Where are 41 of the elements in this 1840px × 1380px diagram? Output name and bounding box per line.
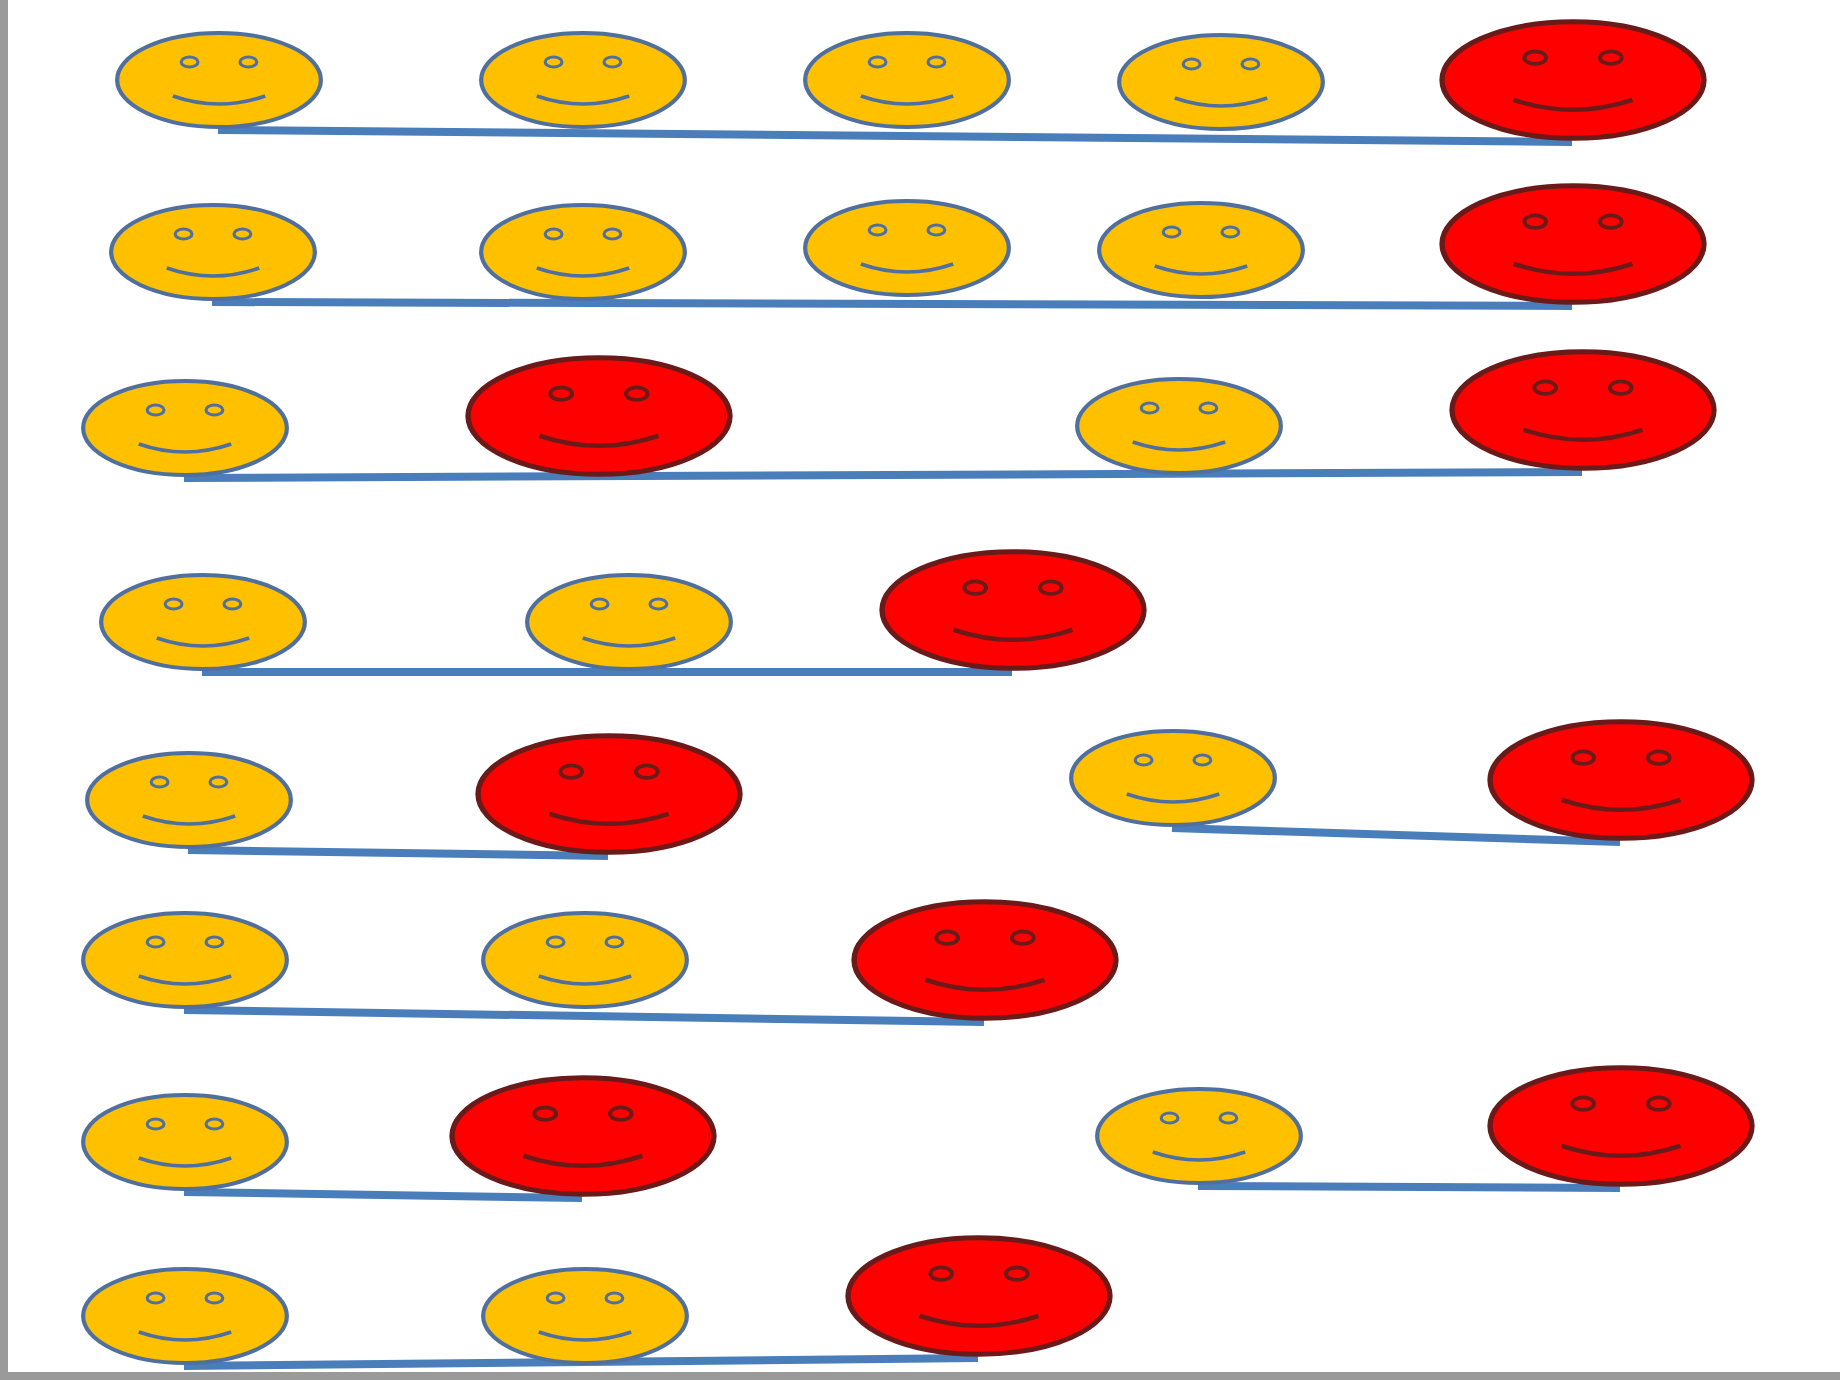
smiley-face — [107, 202, 317, 302]
smiley-face — [477, 30, 687, 130]
connector-line — [183, 1188, 583, 1202]
smiley-face — [1115, 32, 1325, 132]
connector-line — [184, 468, 1582, 482]
smiley-face — [479, 910, 689, 1010]
smiley-face — [849, 898, 1119, 1022]
smiley-face — [79, 1092, 289, 1192]
smiley-face — [1437, 18, 1707, 142]
smiley-face — [79, 910, 289, 1010]
smiley-face — [801, 30, 1011, 130]
connector-line — [187, 846, 609, 860]
connector-line — [1171, 824, 1621, 846]
connector-line — [202, 668, 1012, 676]
smiley-face — [479, 1266, 689, 1366]
smiley-face — [1447, 348, 1717, 472]
smiley-face — [1485, 1064, 1755, 1188]
smiley-face — [1485, 718, 1755, 842]
connector-line — [183, 1006, 985, 1026]
smiley-face — [843, 1234, 1113, 1358]
smiley-face — [83, 750, 293, 850]
smiley-face — [877, 548, 1147, 672]
smiley-face — [473, 732, 743, 856]
smiley-face — [1095, 200, 1305, 300]
smiley-face — [79, 378, 289, 478]
smiley-face — [1073, 376, 1283, 476]
smiley-face — [463, 354, 733, 478]
smiley-face — [97, 572, 307, 672]
connector-line — [1198, 1182, 1620, 1192]
connector-line — [217, 126, 1573, 146]
smiley-face — [1067, 728, 1277, 828]
connector-line — [212, 298, 1572, 310]
smiley-face — [1437, 182, 1707, 306]
smiley-face — [801, 198, 1011, 298]
smiley-face — [477, 202, 687, 302]
smiley-face — [1093, 1086, 1303, 1186]
smiley-face — [113, 30, 323, 130]
smiley-face — [79, 1266, 289, 1366]
connector-line — [183, 1354, 979, 1370]
smiley-face — [447, 1074, 717, 1198]
smiley-face — [523, 572, 733, 672]
